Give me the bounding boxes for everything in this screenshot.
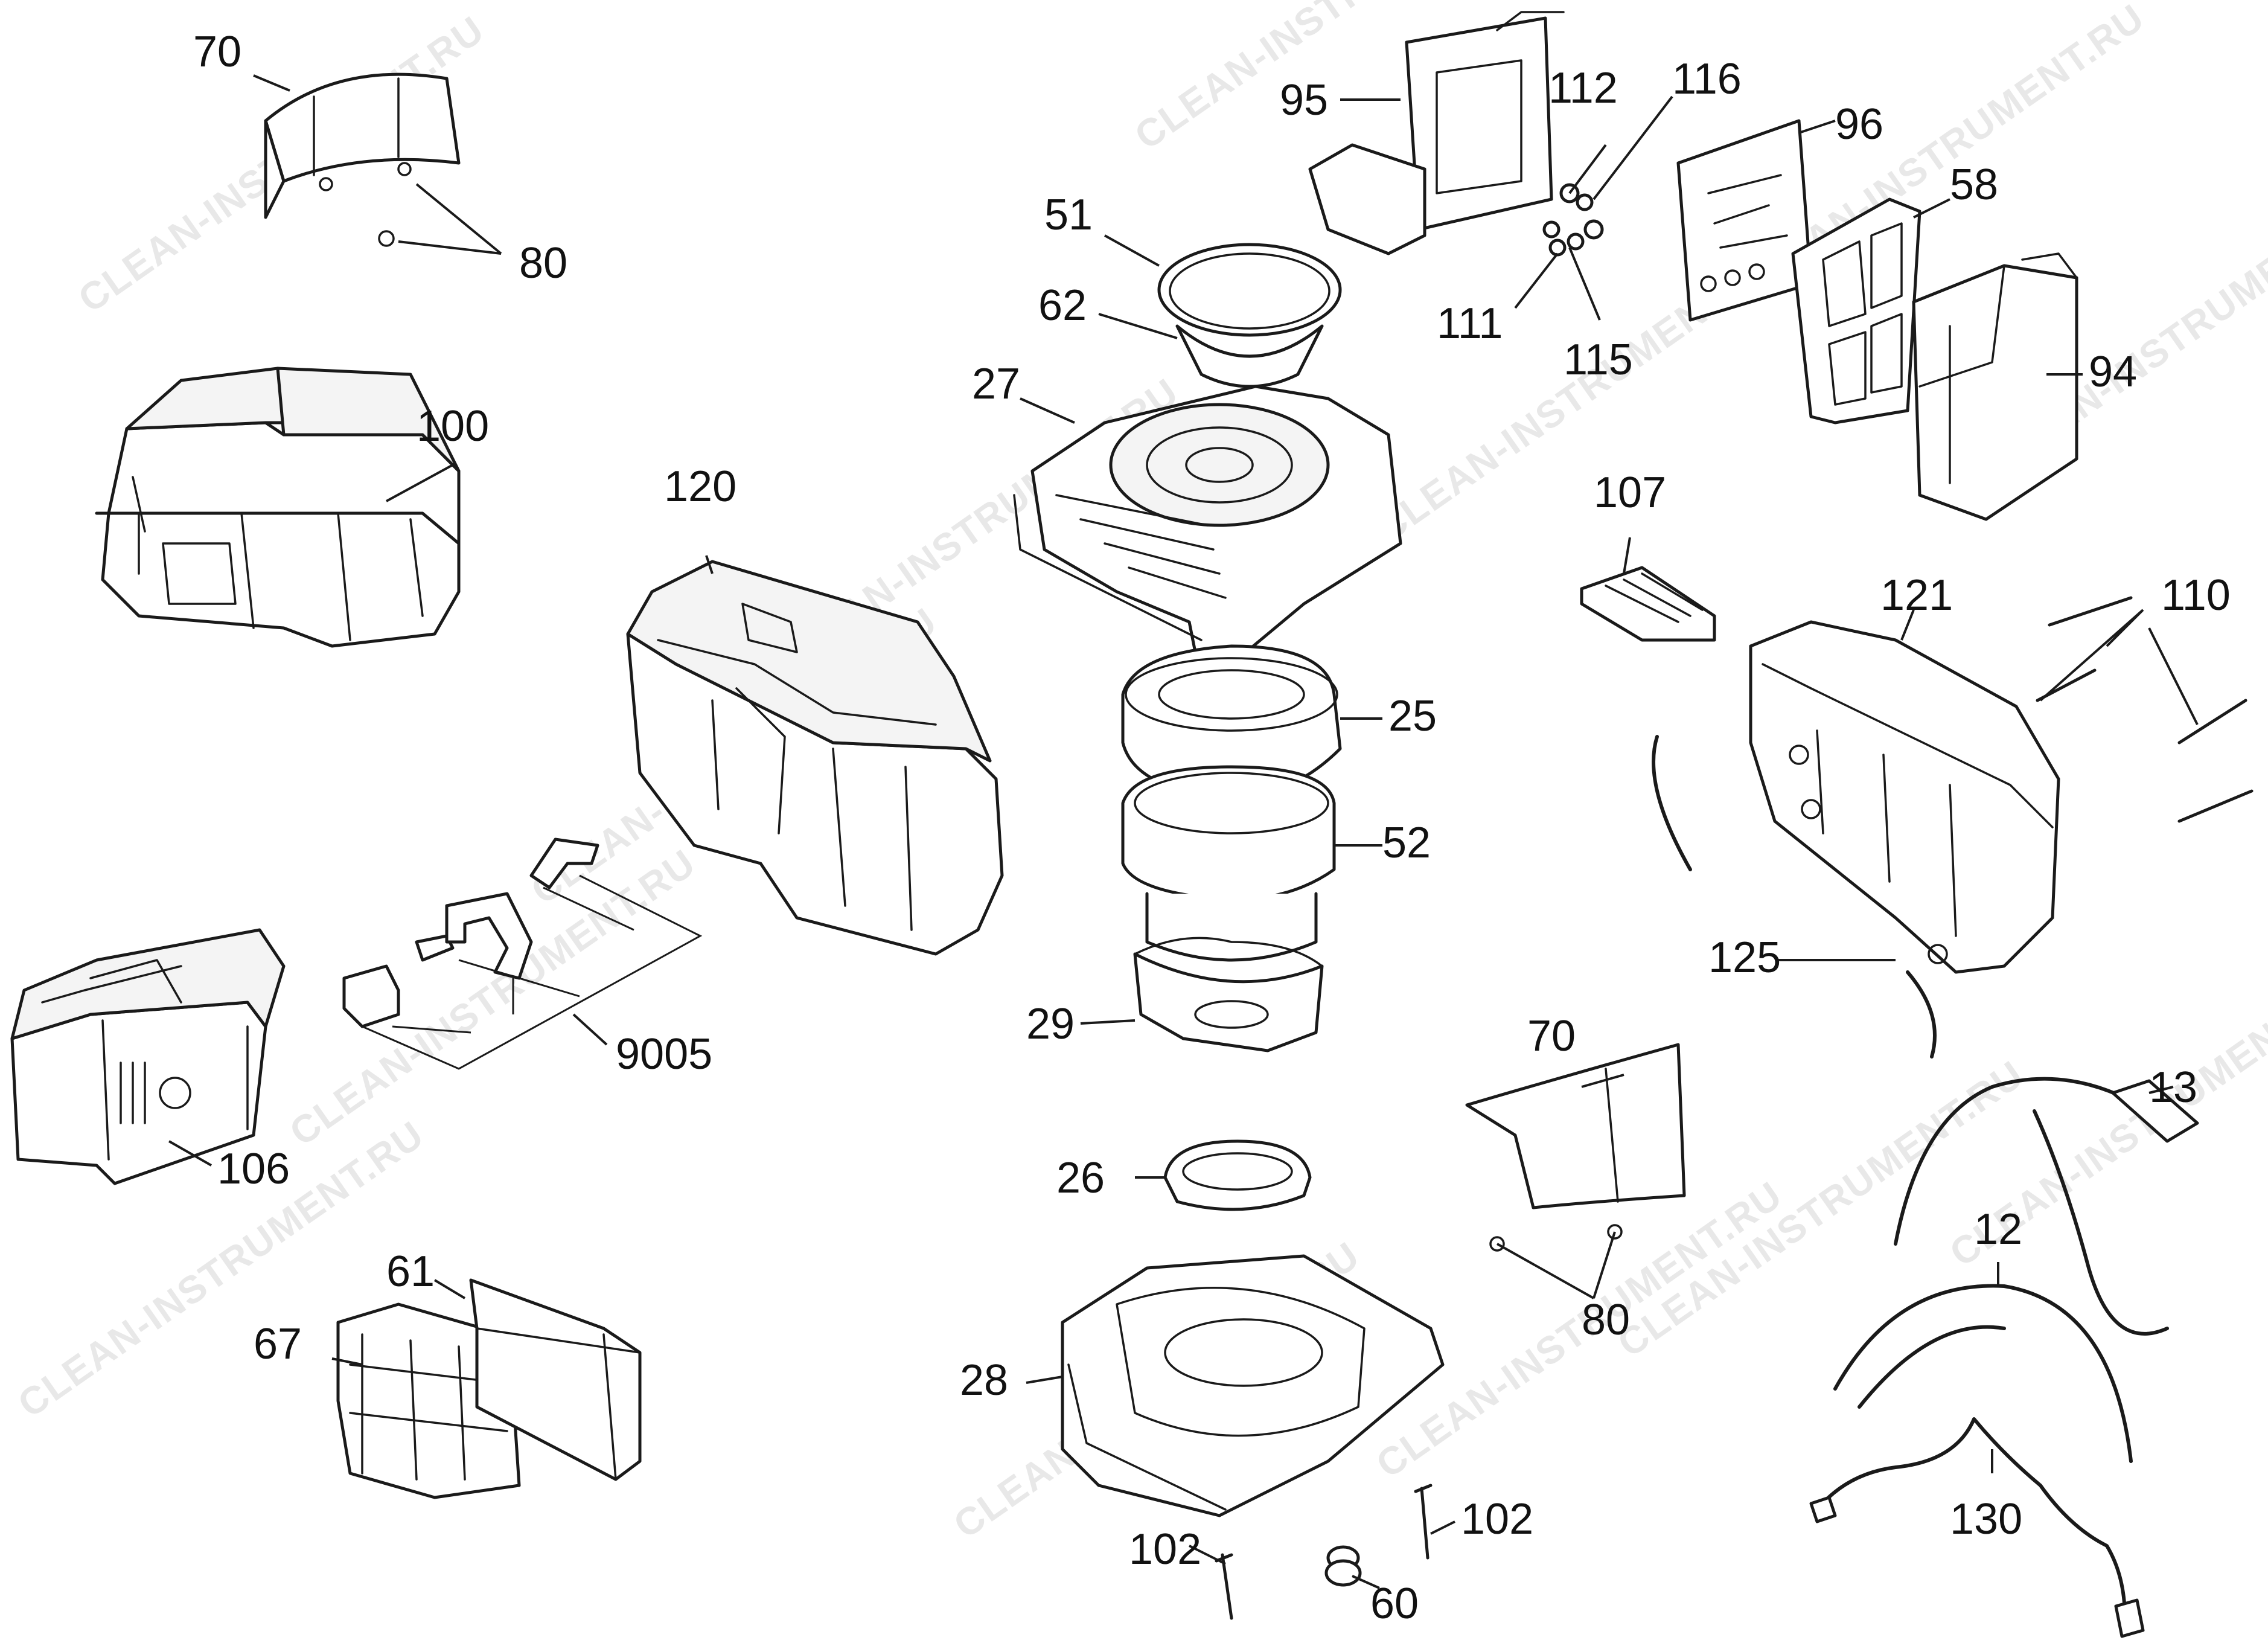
callout-102: 102 [1129, 1525, 1201, 1574]
callout-107: 107 [1594, 469, 1666, 517]
part-106-battery [10, 928, 286, 1185]
callout-60: 60 [1370, 1580, 1419, 1628]
callout-26: 26 [1056, 1154, 1105, 1202]
part-52-motor-can [1121, 765, 1336, 962]
callout-12: 12 [1974, 1205, 2022, 1254]
part-60-grommet [1324, 1545, 1362, 1587]
callout-112: 112 [1548, 64, 1618, 112]
callout-102: 102 [1461, 1495, 1533, 1543]
part-125-hose [1652, 735, 1937, 1059]
part-51-seal-ring [1157, 243, 1342, 337]
callout-100: 100 [417, 402, 489, 450]
callout-115: 115 [1564, 336, 1633, 384]
callout-130: 130 [1950, 1495, 2022, 1543]
part-25-impeller-ring [1121, 644, 1342, 799]
callout-52: 52 [1382, 819, 1431, 867]
callout-95: 95 [1280, 76, 1328, 124]
callout-9005: 9005 [616, 1030, 712, 1078]
callout-110: 110 [2161, 571, 2231, 620]
part-26-gear-ring [1163, 1139, 1312, 1211]
part-9005-switch-assembly [342, 838, 703, 1070]
callout-28: 28 [960, 1356, 1008, 1404]
parts-small-fasteners [1542, 183, 1604, 257]
part-12-wire-harness [1833, 1284, 2133, 1463]
part-121-side-housing [1749, 620, 2060, 974]
callout-62: 62 [1038, 281, 1087, 330]
part-96-circuit-board [1676, 119, 1813, 322]
part-28-lower-housing [1061, 1254, 1445, 1517]
callout-67: 67 [254, 1320, 302, 1368]
callout-96: 96 [1835, 100, 1883, 149]
callout-70: 70 [1527, 1012, 1576, 1060]
part-110-long-screws [2036, 596, 2254, 823]
part-58-frame [1791, 197, 1921, 424]
callout-58: 58 [1950, 161, 1998, 209]
callout-51: 51 [1044, 191, 1093, 239]
callout-29: 29 [1026, 1000, 1075, 1048]
callout-61: 61 [386, 1247, 435, 1296]
callout-80: 80 [1582, 1296, 1630, 1344]
callout-111: 111 [1437, 299, 1503, 348]
callout-121: 121 [1880, 571, 1953, 620]
part-94-electronics-box [1912, 252, 2078, 521]
callout-25: 25 [1388, 692, 1437, 740]
part-70-cover-top [264, 72, 461, 247]
part-61-filter-pad [469, 1278, 642, 1481]
part-27-fan-housing [1013, 385, 1402, 684]
callout-120: 120 [664, 463, 736, 511]
part-62-filter-cup [1175, 324, 1324, 388]
callout-80: 80 [519, 239, 567, 287]
callout-27: 27 [972, 360, 1020, 408]
part-120-main-housing [626, 560, 1004, 956]
callout-116: 116 [1672, 55, 1742, 103]
part-29-motor-base [1133, 937, 1324, 1052]
part-107-connector-clip [1580, 566, 1716, 642]
callout-labels: 70 80 100 120 9005 106 61 67 95 112 116 … [193, 28, 2231, 1628]
part-13-wire-harness [1894, 1077, 2199, 1336]
part-130-wire-harness [1809, 1417, 2145, 1638]
part-70-cover-bottom [1465, 1043, 1686, 1252]
callout-13: 13 [2149, 1063, 2197, 1112]
callout-106: 106 [217, 1145, 290, 1193]
part-95-bracket [1308, 11, 1565, 255]
part-100-housing-cover [95, 367, 461, 648]
callout-70: 70 [193, 28, 241, 76]
callout-94: 94 [2089, 348, 2137, 396]
leader-lines [168, 74, 2199, 1589]
callout-125: 125 [1708, 934, 1781, 982]
